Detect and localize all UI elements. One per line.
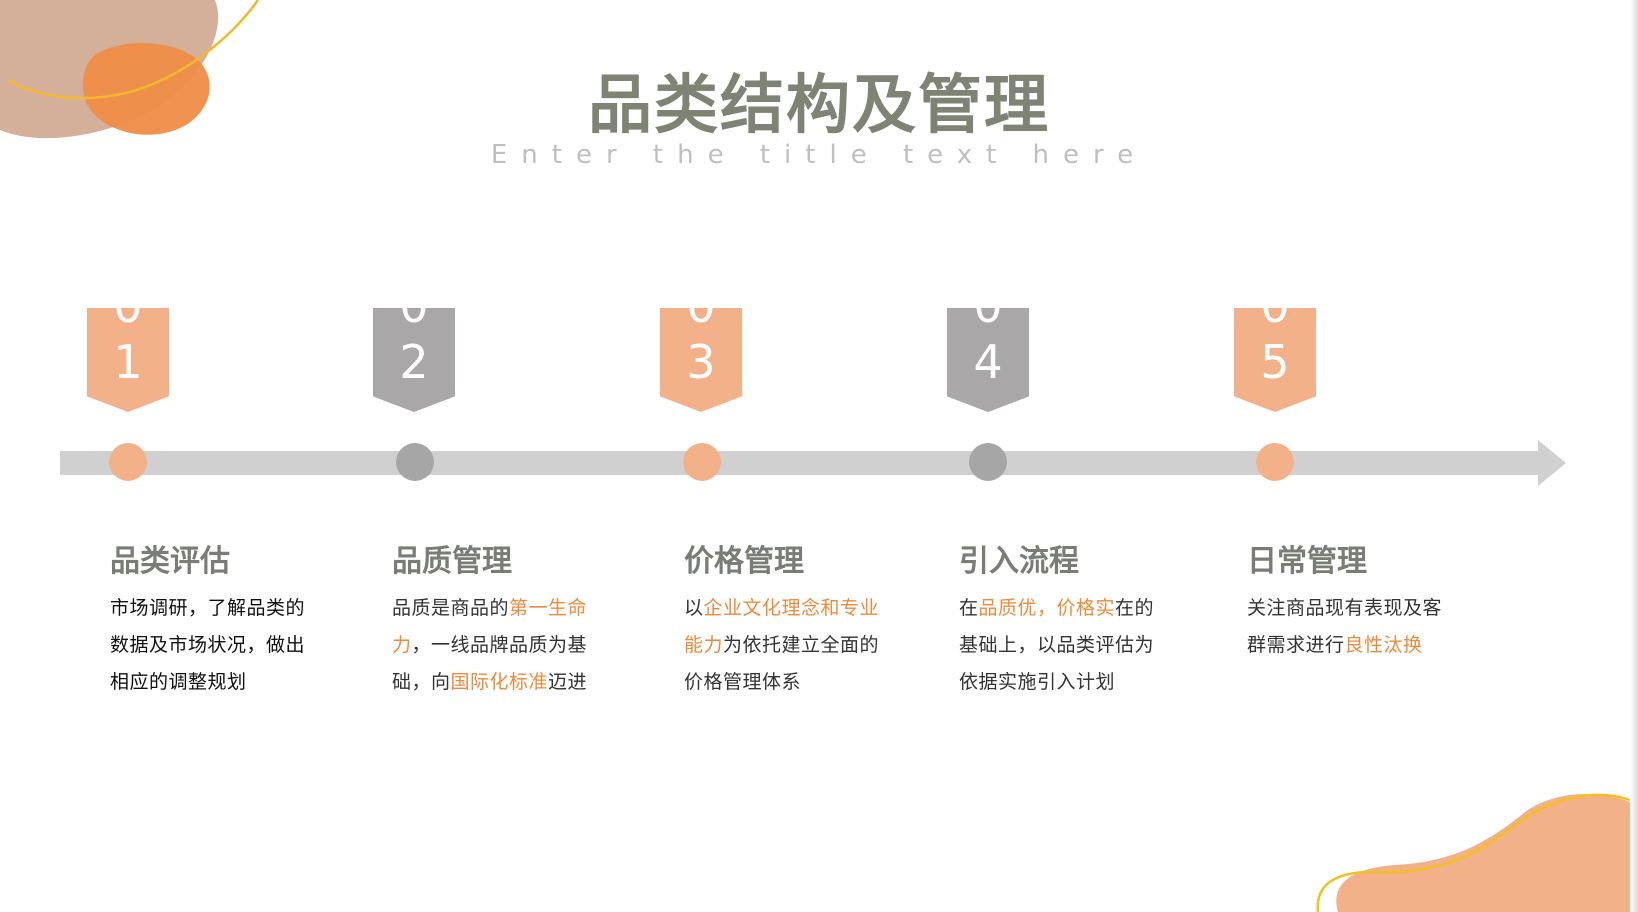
- step-1-timeline-dot: [109, 443, 147, 481]
- step-5-description: 关注商品现有表现及客群需求进行良性汰换: [1247, 590, 1452, 664]
- step-2-desc-part: 迈进: [548, 671, 588, 693]
- step-5-number-ones: 5: [1260, 335, 1290, 389]
- step-5-desc-highlight: 良性汰换: [1344, 634, 1423, 656]
- step-5-title: 日常管理: [1247, 544, 1367, 579]
- bottom-right-blob-decoration: [1316, 793, 1638, 912]
- step-4-timeline-dot: [969, 443, 1007, 481]
- step-1-title: 品类评估: [110, 544, 230, 579]
- step-2-title: 品质管理: [392, 544, 512, 579]
- timeline-arrow-head: [1538, 440, 1566, 486]
- step-1-desc-text: 市场调研，了解品类的数据及市场状况，做出相应的调整规划: [110, 597, 306, 693]
- step-5-number-tag: 0 5: [1234, 308, 1316, 412]
- top-left-blob-decoration: [0, 0, 260, 139]
- step-4-number-ones: 4: [973, 335, 1003, 389]
- right-edge-shadow: [1630, 0, 1638, 912]
- step-4-desc-highlight: 品质优，价格实: [978, 597, 1116, 619]
- step-2-number-tag: 0 2: [373, 308, 455, 412]
- step-2-desc-part: ，一线品牌品质为基础，向: [392, 634, 588, 693]
- step-4-description: 在品质优，价格实在的基础上，以品类评估为依据实施引入计划: [959, 590, 1164, 701]
- step-5-number-tens: 0: [1234, 308, 1316, 334]
- step-2-desc-highlight: 第一生命力: [392, 597, 588, 656]
- step-4-title: 引入流程: [959, 544, 1079, 579]
- step-3-number-tens: 0: [660, 308, 742, 334]
- step-4-number-tag: 0 4: [947, 308, 1029, 412]
- step-2-desc-part: 品质是商品的: [392, 597, 510, 619]
- step-4-desc-part: 在的基础上，以品类评估为依据实施引入计划: [959, 597, 1155, 693]
- step-1-number-tens: 0: [87, 308, 169, 334]
- step-1-number-ones: 1: [113, 335, 143, 389]
- step-1-number-tag: 0 1: [87, 308, 169, 412]
- step-3-number-tag: 0 3: [660, 308, 742, 412]
- step-2-number-tens: 0: [373, 308, 455, 334]
- step-3-description: 以企业文化理念和专业能力为依托建立全面的价格管理体系: [684, 590, 889, 701]
- step-5-timeline-dot: [1256, 443, 1294, 481]
- step-3-number-ones: 3: [686, 335, 716, 389]
- step-1-description: 市场调研，了解品类的数据及市场状况，做出相应的调整规划: [110, 590, 305, 701]
- step-5-desc-part: 关注商品现有表现及客群需求进行: [1247, 597, 1443, 656]
- step-3-desc-highlight: 企业文化理念和专业能力: [684, 597, 880, 656]
- step-4-desc-part: 在: [959, 597, 979, 619]
- step-2-desc-highlight: 国际化标准: [450, 671, 549, 693]
- slide-title: 品类结构及管理: [588, 69, 1050, 143]
- step-2-timeline-dot: [396, 443, 434, 481]
- step-3-desc-part: 以: [684, 597, 704, 619]
- step-3-timeline-dot: [683, 443, 721, 481]
- slide-subtitle: Enter the title text here: [490, 140, 1148, 170]
- step-2-number-ones: 2: [399, 335, 429, 389]
- step-3-desc-part: 为依托建立全面的价格管理体系: [684, 634, 880, 693]
- step-2-description: 品质是商品的第一生命力，一线品牌品质为基础，向国际化标准迈进: [392, 590, 597, 701]
- step-4-number-tens: 0: [947, 308, 1029, 334]
- timeline-bar: [60, 451, 1540, 475]
- step-3-title: 价格管理: [684, 544, 804, 579]
